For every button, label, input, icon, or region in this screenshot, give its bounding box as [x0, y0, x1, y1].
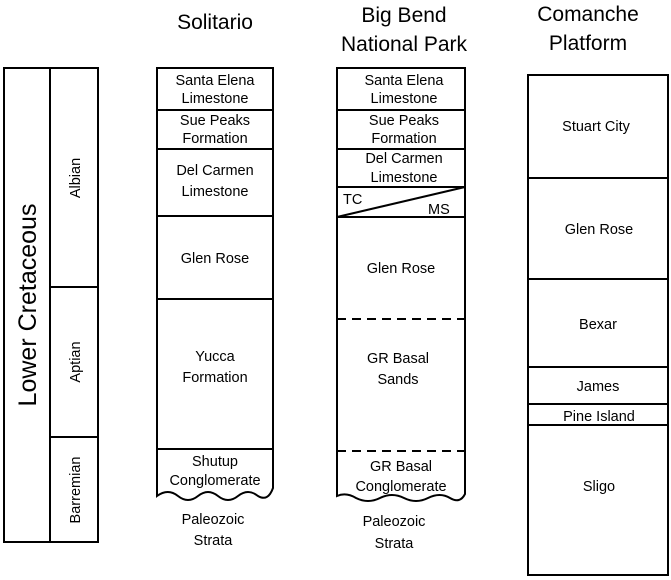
comanche-unit-sligo: Sligo	[583, 479, 615, 495]
comanche-unit-bexar: Bexar	[579, 317, 617, 333]
bigbend-diagonal-boundary	[336, 186, 466, 218]
bigbend-unit-ms: MS	[428, 202, 450, 218]
bigbend-outline	[336, 67, 466, 502]
bigbend-unit-glen-rose: Glen Rose	[367, 261, 436, 277]
solitario-column	[156, 67, 274, 501]
era-label: Lower Cretaceous	[14, 204, 42, 407]
stage-aptian: Aptian	[68, 341, 84, 382]
stage-albian: Albian	[68, 158, 84, 198]
solitario-title: Solitario	[177, 11, 253, 34]
comanche-unit-pine-island: Pine Island	[563, 409, 635, 425]
bigbend-column	[336, 67, 466, 502]
bigbend-unit-tc: TC	[343, 192, 362, 208]
comanche-unit-james: James	[577, 379, 620, 395]
comanche-unit-glen-rose: Glen Rose	[565, 222, 634, 238]
comanche-column	[527, 74, 669, 576]
comanche-outline	[527, 74, 669, 576]
solitario-outline	[156, 67, 274, 501]
solitario-unit-glen-rose: Glen Rose	[181, 251, 250, 267]
comanche-unit-stuart-city: Stuart City	[562, 119, 630, 135]
stage-barremian: Barremian	[68, 457, 84, 524]
era-column	[3, 67, 99, 543]
